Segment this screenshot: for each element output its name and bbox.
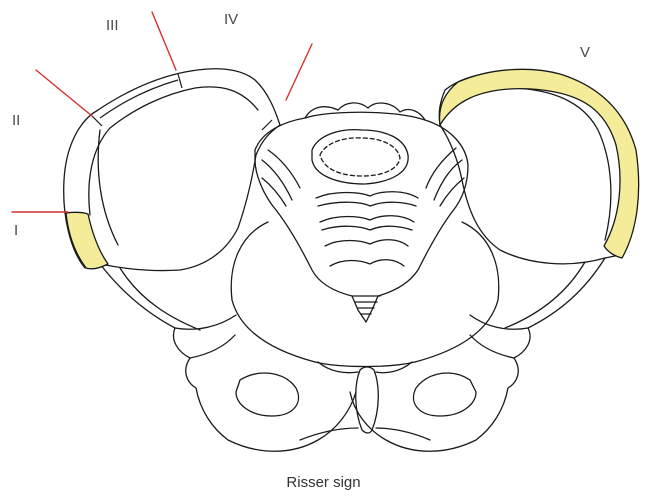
- left-acetabulum: [175, 315, 236, 358]
- sacral-ala-right-texture: [426, 148, 464, 206]
- sacral-ridge-4: [330, 260, 404, 266]
- grade-i-ossification: [66, 212, 108, 268]
- sacral-ridge-2b: [322, 226, 412, 230]
- grade-v-label: V: [580, 44, 590, 61]
- grade-iii-pointer: [152, 12, 176, 70]
- grade-ii-label: II: [12, 112, 20, 129]
- left-ala-inner-line: [98, 130, 118, 245]
- sacral-ridge-1b: [318, 202, 416, 206]
- left-pubic-ramus: [300, 362, 358, 440]
- right-pubic-ramus: [376, 362, 430, 440]
- sacral-ridge-2: [320, 216, 414, 222]
- pelvic-inlet-right: [415, 300, 498, 362]
- grade-i-label: I: [14, 222, 18, 239]
- left-ischium: [100, 264, 356, 451]
- pelvic-inlet-lower: [315, 362, 415, 367]
- sacral-ridge-3: [325, 240, 408, 246]
- grade-iv-pointer: [286, 44, 312, 100]
- pelvic-inlet-left: [232, 300, 315, 362]
- sacral-promontory-inner: [320, 138, 400, 176]
- right-obturator-foramen: [413, 373, 476, 416]
- grade-ii-pointer: [36, 70, 92, 116]
- l5-spinous-process: [305, 103, 425, 120]
- crest-segment-divider-3: [262, 120, 272, 130]
- grade-iv-label: IV: [224, 11, 238, 28]
- left-obturator-foramen: [236, 373, 299, 416]
- pubic-symphysis: [356, 367, 379, 433]
- right-iliac-crest-inner: [446, 88, 611, 240]
- crest-segment-divider-2: [178, 74, 182, 88]
- left-iliac-crest-inner: [89, 87, 258, 215]
- left-crest-band: [100, 80, 178, 118]
- sacral-ridge-1: [316, 192, 418, 198]
- figure-caption: Risser sign: [0, 474, 647, 491]
- grade-iii-label: III: [106, 17, 119, 34]
- pelvic-brim: [231, 222, 499, 300]
